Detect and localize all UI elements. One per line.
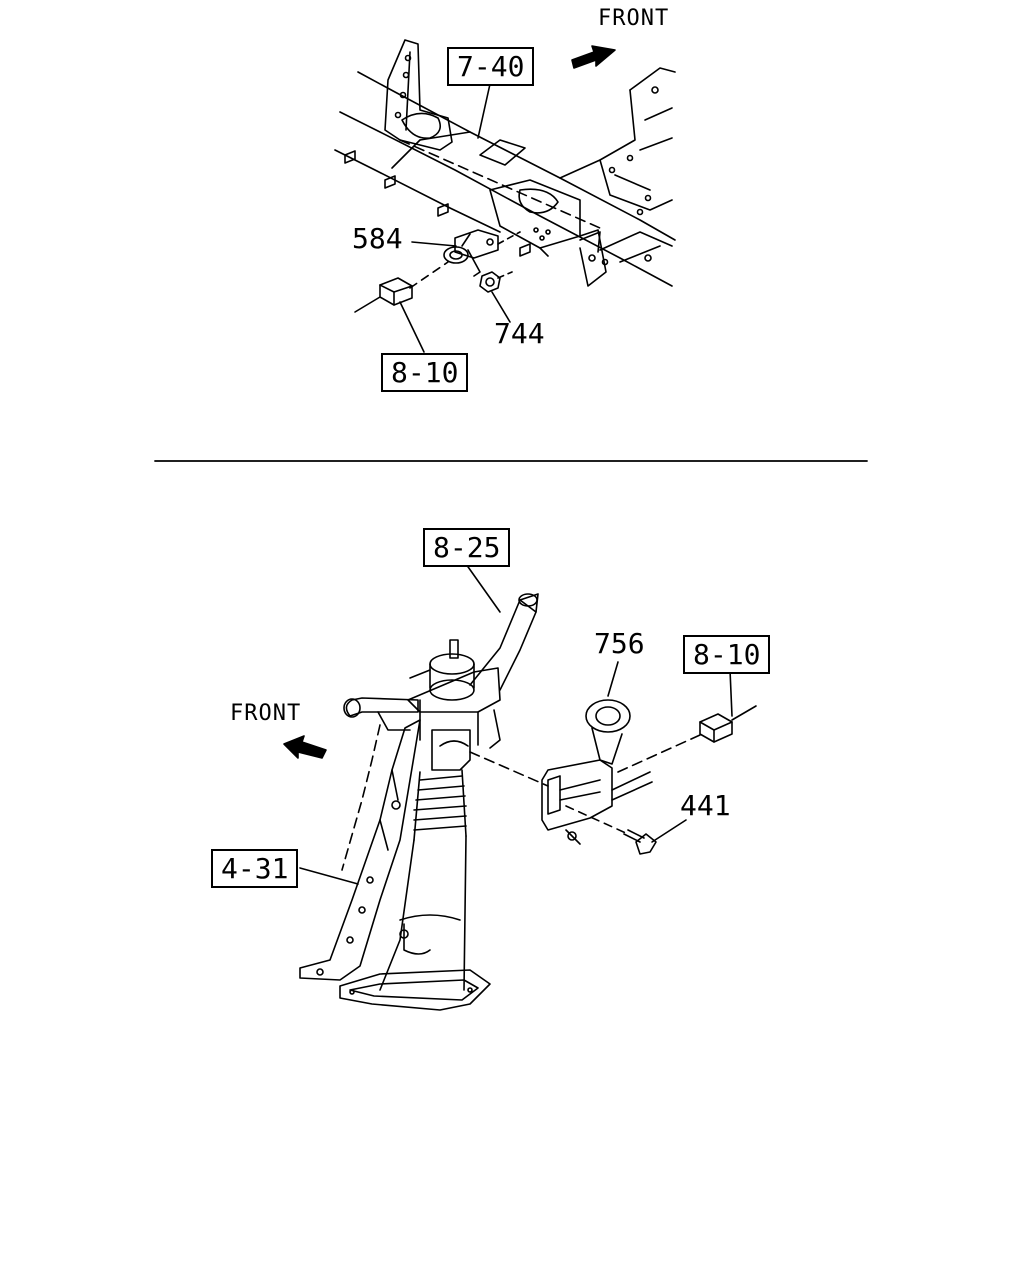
sensor-bracket-584 <box>443 229 521 277</box>
leader-8-10-top <box>399 301 425 353</box>
ref-box-8-10-top[interactable]: 8-10 <box>381 353 469 392</box>
front-arrow-bottom <box>283 735 327 759</box>
leader-441 <box>651 819 687 843</box>
ref-box-7-40[interactable]: 7-40 <box>447 47 535 86</box>
part-label-744[interactable]: 744 <box>494 317 545 350</box>
leader-744 <box>491 291 511 323</box>
leader-7-40 <box>477 83 491 139</box>
front-label-top: FRONT <box>598 6 670 31</box>
ref-box-4-31[interactable]: 4-31 <box>211 849 299 888</box>
steering-column-assembly <box>299 593 539 1011</box>
leader-584 <box>411 241 457 247</box>
bottom-connector <box>617 705 757 773</box>
front-label-bottom: FRONT <box>230 701 302 726</box>
leader-756 <box>607 661 619 697</box>
top-frame-assembly <box>334 39 676 287</box>
top-connector <box>354 261 449 313</box>
ref-box-8-25[interactable]: 8-25 <box>423 528 511 567</box>
leader-8-10-bottom <box>729 669 733 717</box>
nut-744 <box>479 271 513 293</box>
part-label-441[interactable]: 441 <box>680 789 731 822</box>
bolt-441 <box>565 805 657 855</box>
ref-box-8-10-bottom[interactable]: 8-10 <box>683 635 771 674</box>
part-label-756[interactable]: 756 <box>594 627 645 660</box>
leader-4-31 <box>299 867 359 885</box>
steering-sensor-756 <box>541 699 653 845</box>
part-label-584[interactable]: 584 <box>352 222 403 255</box>
front-arrow-top <box>571 45 616 69</box>
leader-8-25 <box>465 563 501 613</box>
column-sensor-line <box>469 751 549 787</box>
